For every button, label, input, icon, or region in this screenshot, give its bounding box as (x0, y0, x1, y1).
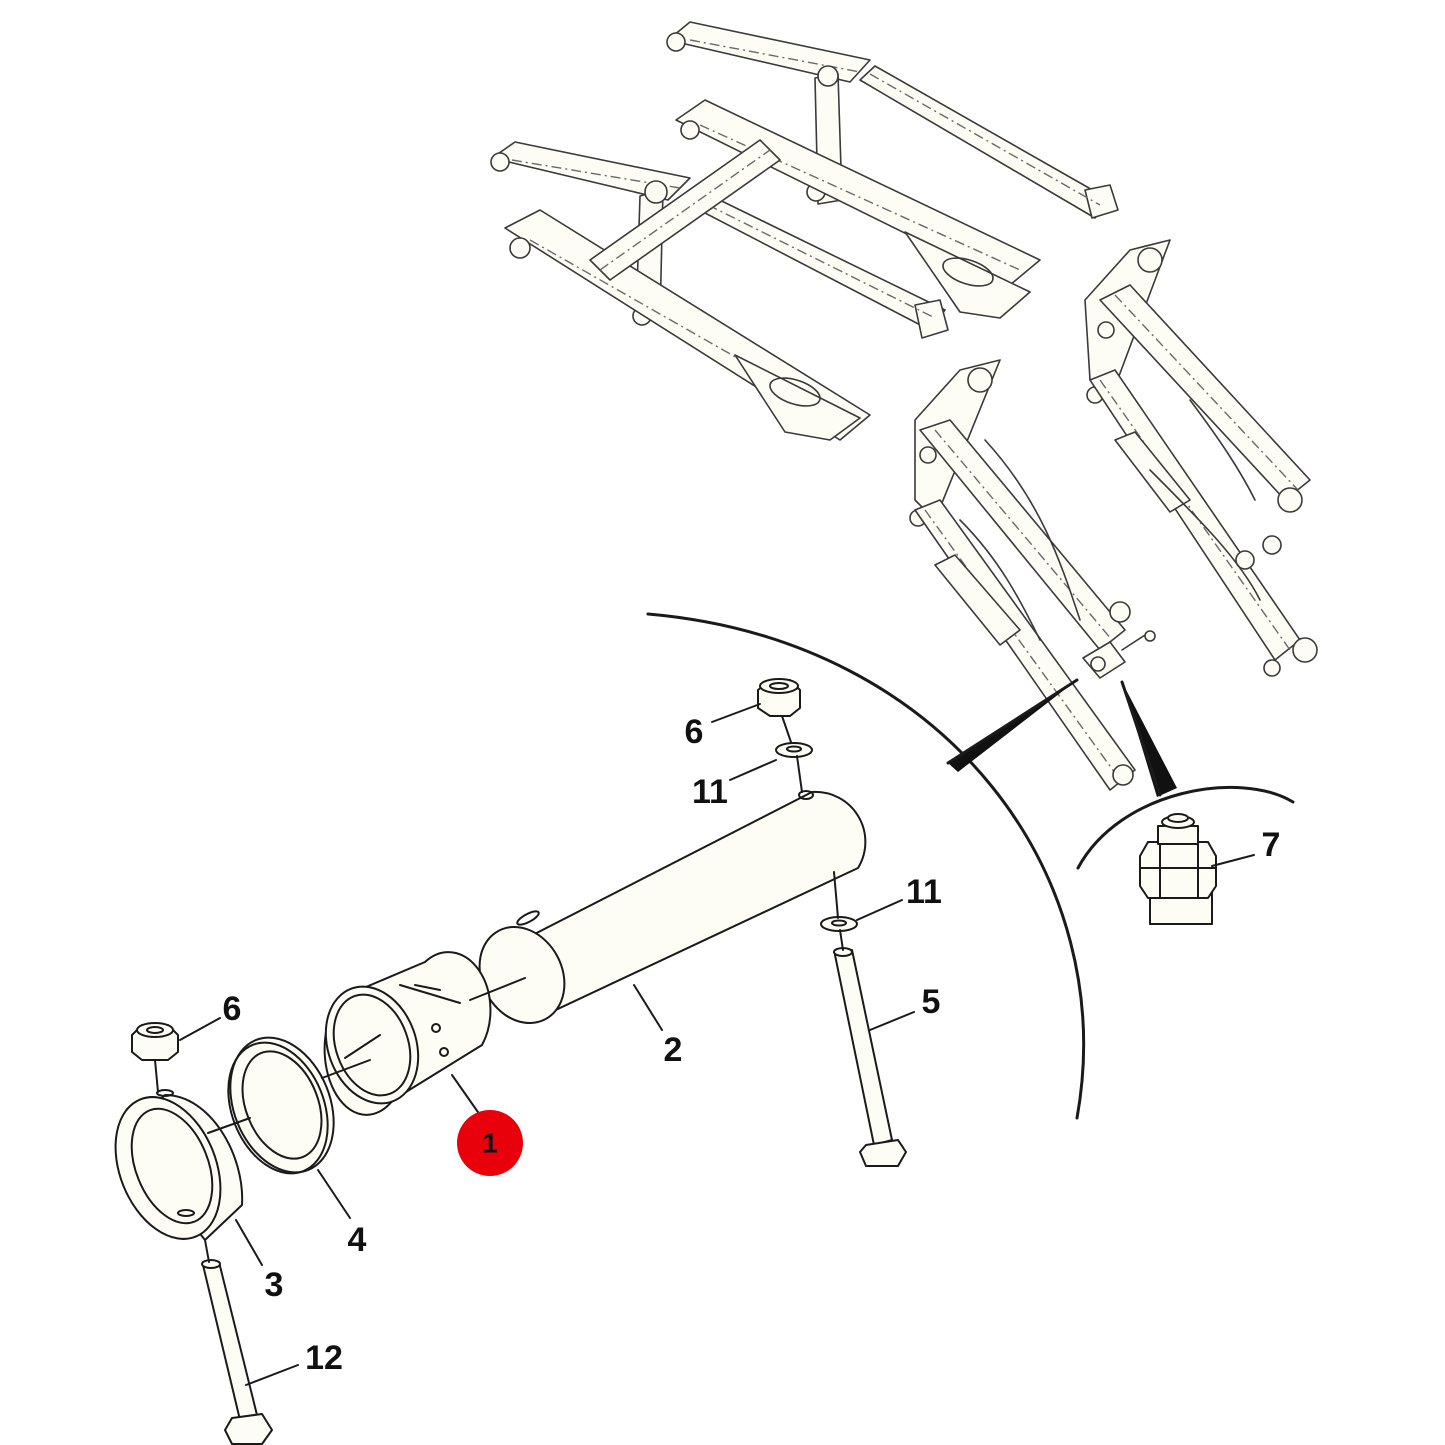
callout-6-left-label: 6 (223, 990, 242, 1028)
callout-2-label: 2 (664, 1031, 683, 1069)
callout-4-label: 4 (348, 1221, 367, 1259)
grease-fitting-part-7 (1139, 813, 1217, 925)
callout-5-label: 5 (922, 983, 941, 1021)
callout-1-highlight[interactable]: 1 (457, 1110, 523, 1176)
callout-12-label: 12 (305, 1339, 343, 1377)
washer-part-11-top (775, 742, 813, 793)
detail-view-outline (646, 612, 1177, 1120)
leader-lines (179, 703, 1255, 1386)
bolt-part-12 (201, 1239, 273, 1445)
washer-part-11-right (820, 871, 858, 932)
callout-1-label: 1 (482, 1128, 498, 1159)
callout-11-right-label: 11 (906, 873, 942, 911)
assembly-axis-lines (207, 977, 526, 1134)
collar-part-3 (114, 1089, 244, 1241)
callout-6-top-label: 6 (685, 713, 704, 751)
bolt-part-5 (833, 929, 907, 1167)
grease-fitting-inset (1076, 785, 1295, 925)
callout-3-label: 3 (265, 1266, 284, 1304)
bushing-part-1 (323, 951, 492, 1116)
lock-nut-part-6-left (131, 1022, 179, 1093)
lock-nut-part-6-top (757, 678, 801, 746)
callout-7-label: 7 (1262, 826, 1281, 864)
callout-1-highlight-circle (457, 1110, 523, 1176)
loader-frame-drawing (490, 21, 1318, 791)
thrust-washer-part-4 (227, 1036, 335, 1175)
pivot-pin-part-2 (478, 790, 867, 1024)
callout-11-top-label: 11 (692, 773, 728, 811)
